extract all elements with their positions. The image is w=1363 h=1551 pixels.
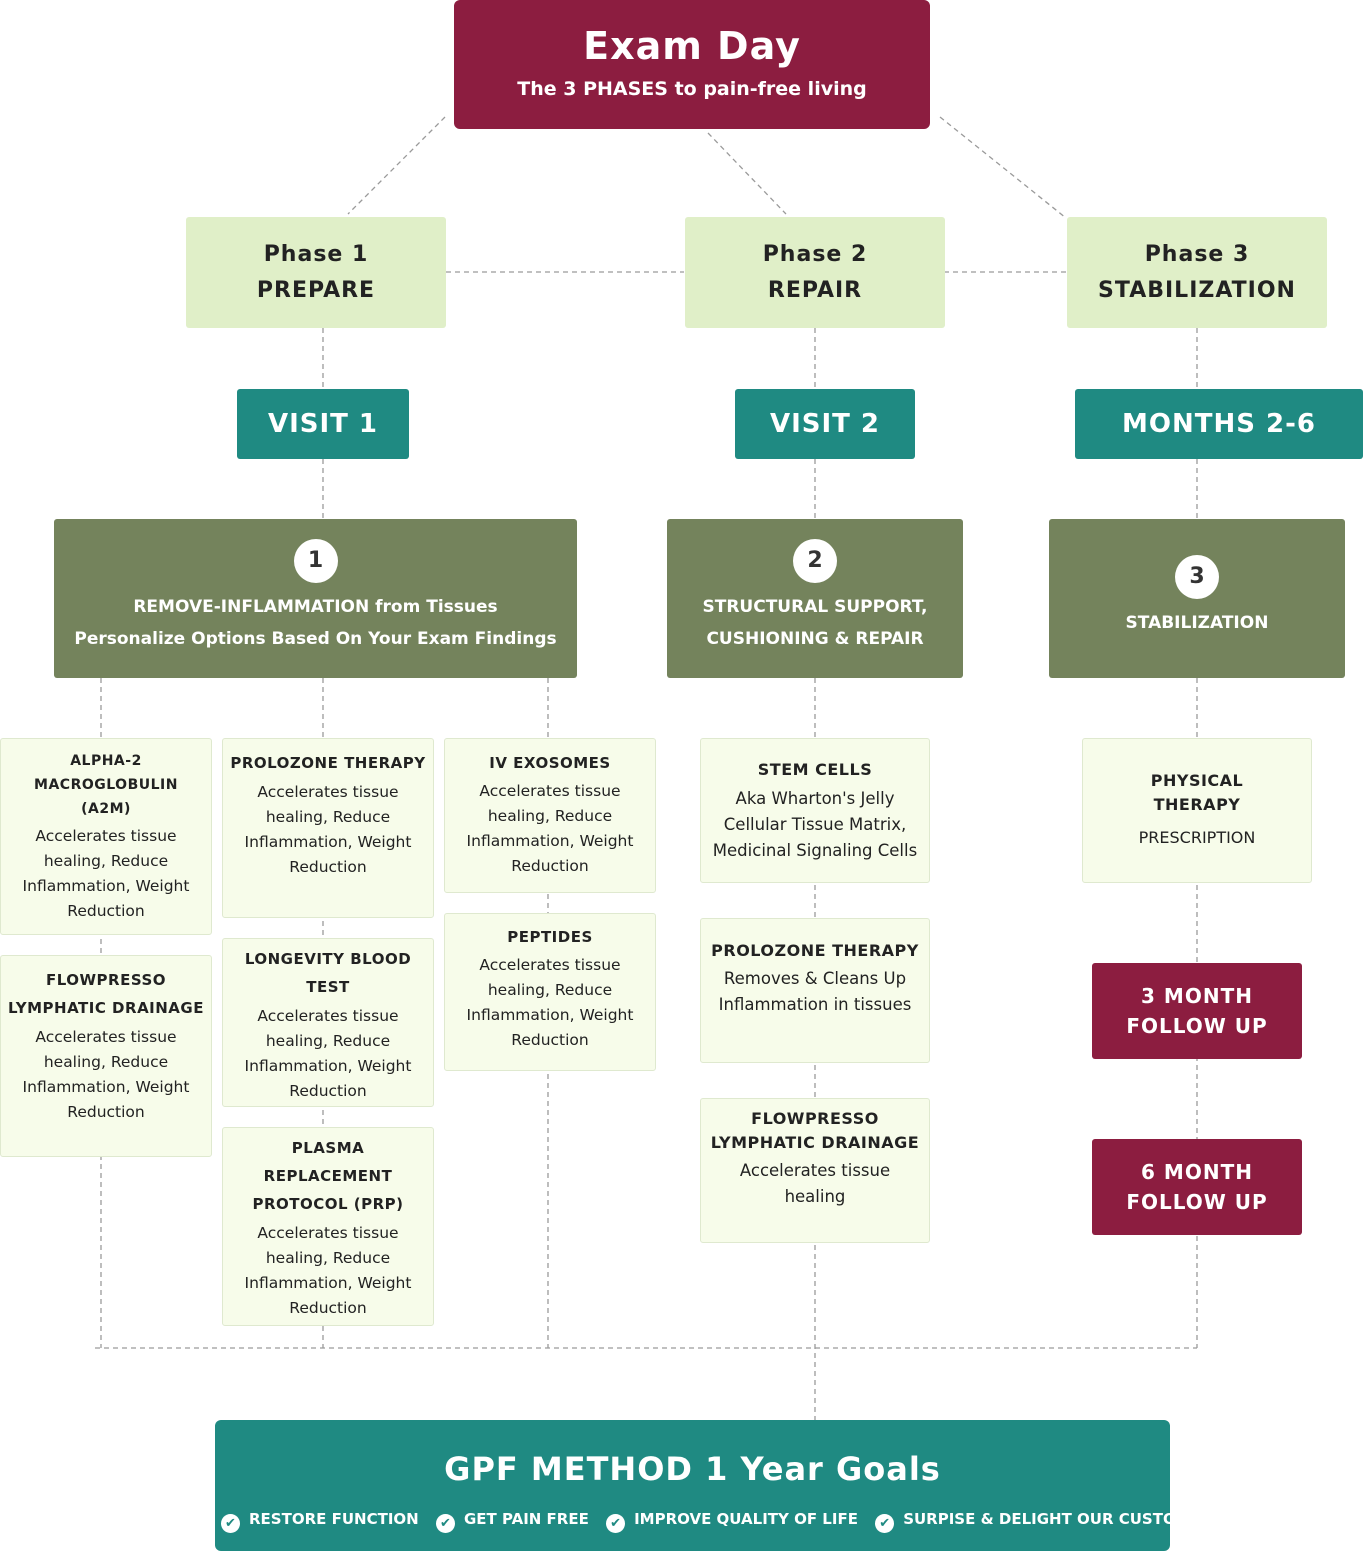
card-prp: PLASMA REPLACEMENT PROTOCOL (PRP) Accele… — [222, 1127, 434, 1326]
phase-3-number: Phase 3 — [1144, 242, 1250, 267]
step-1-number: 1 — [293, 539, 338, 583]
card-physical-therapy-desc: PRESCRIPTION — [1138, 828, 1256, 847]
step-2-line1: STRUCTURAL SUPPORT, — [702, 597, 928, 617]
header-title: Exam Day — [583, 24, 801, 68]
followup-6-month-line2: FOLLOW UP — [1126, 1190, 1268, 1214]
phase-1-number: Phase 1 — [263, 242, 369, 267]
step-3-number: 3 — [1175, 555, 1219, 599]
card-flowpresso-1: FLOWPRESSO LYMPHATIC DRAINAGE Accelerate… — [0, 955, 212, 1157]
step-1-line2: Personalize Options Based On Your Exam F… — [74, 629, 557, 649]
phase-3-box: Phase 3 STABILIZATION — [1067, 217, 1327, 328]
card-peptides-desc: Accelerates tissue healing, Reduce Infla… — [466, 956, 634, 1049]
card-longevity: LONGEVITY BLOOD TEST Accelerates tissue … — [222, 938, 434, 1107]
step-3-box: 3 STABILIZATION — [1049, 519, 1345, 678]
card-stem-cells-title: STEM CELLS — [757, 760, 873, 779]
visit-2-badge: VISIT 2 — [735, 389, 915, 459]
step-1-box: 1 REMOVE-INFLAMMATION from Tissues Perso… — [54, 519, 577, 678]
card-a2m: ALPHA-2 MACROGLOBULIN (A2M) Accelerates … — [0, 738, 212, 935]
goal-label: RESTORE FUNCTION — [249, 1510, 419, 1528]
card-peptides: PEPTIDES Accelerates tissue healing, Red… — [444, 913, 656, 1071]
card-prolozone-2-desc: Removes & Cleans Up Inflammation in tiss… — [718, 969, 912, 1014]
step-2-line2: CUSHIONING & REPAIR — [706, 629, 924, 649]
step-2-box: 2 STRUCTURAL SUPPORT, CUSHIONING & REPAI… — [667, 519, 963, 678]
check-icon: ✔ — [875, 1514, 895, 1533]
months-badge: MONTHS 2-6 — [1075, 389, 1363, 459]
goal-item: ✔ RESTORE FUNCTION — [221, 1510, 419, 1533]
check-icon: ✔ — [606, 1514, 626, 1533]
followup-6-month: 6 MONTH FOLLOW UP — [1092, 1139, 1302, 1235]
card-prolozone-2-title: PROLOZONE THERAPY — [711, 941, 919, 960]
phase-1-box: Phase 1 PREPARE — [186, 217, 446, 328]
card-flowpresso-2-desc: Accelerates tissue healing — [739, 1161, 891, 1206]
goal-item: ✔ GET PAIN FREE — [435, 1510, 589, 1533]
card-flowpresso-1-title: FLOWPRESSO LYMPHATIC DRAINAGE — [8, 971, 204, 1017]
goal-label: IMPROVE QUALITY OF LIFE — [634, 1510, 858, 1528]
card-prp-title: PLASMA REPLACEMENT PROTOCOL (PRP) — [252, 1139, 404, 1213]
card-physical-therapy: PHYSICAL THERAPY PRESCRIPTION — [1082, 738, 1312, 883]
goals-banner: GPF METHOD 1 Year Goals ✔ RESTORE FUNCTIO… — [215, 1420, 1223, 1551]
visit-1-badge: VISIT 1 — [237, 389, 409, 459]
phase-2-box: Phase 2 REPAIR — [685, 217, 945, 328]
check-icon: ✔ — [221, 1514, 240, 1533]
card-a2m-title: ALPHA-2 MACROGLOBULIN (A2M) — [34, 753, 178, 817]
step-2-number: 2 — [793, 539, 837, 583]
card-a2m-desc: Accelerates tissue healing, Reduce Infla… — [22, 827, 190, 920]
goal-item: ✔ SURPISE & DELIGHT OUR CUSTOMERS — [875, 1510, 1223, 1533]
phase-3-name: STABILIZATION — [1098, 278, 1296, 303]
phase-2-name: REPAIR — [767, 278, 863, 303]
phase-2-number: Phase 2 — [762, 242, 868, 267]
card-prolozone-1-desc: Accelerates tissue healing, Reduce Infla… — [244, 783, 412, 876]
card-flowpresso-1-desc: Accelerates tissue healing, Reduce Infla… — [22, 1028, 190, 1121]
step-1-line1: REMOVE-INFLAMMATION from Tissues — [133, 597, 498, 617]
card-prp-desc: Accelerates tissue healing, Reduce Infla… — [244, 1224, 412, 1317]
card-prolozone-2: PROLOZONE THERAPY Removes & Cleans Up In… — [700, 918, 930, 1063]
followup-3-month: 3 MONTH FOLLOW UP — [1092, 963, 1302, 1059]
followup-6-month-line1: 6 MONTH — [1141, 1160, 1253, 1184]
card-exosomes-title: IV EXOSOMES — [489, 754, 611, 772]
card-longevity-desc: Accelerates tissue healing, Reduce Infla… — [244, 1007, 412, 1100]
card-flowpresso-2: FLOWPRESSO LYMPHATIC DRAINAGE Accelerate… — [700, 1098, 930, 1243]
card-stem-cells: STEM CELLS Aka Wharton's Jelly Cellular … — [700, 738, 930, 883]
check-icon: ✔ — [435, 1514, 455, 1533]
followup-3-month-line1: 3 MONTH — [1141, 984, 1253, 1008]
card-stem-cells-desc: Aka Wharton's Jelly Cellular Tissue Matr… — [712, 789, 918, 860]
followup-3-month-line2: FOLLOW UP — [1126, 1014, 1268, 1038]
card-flowpresso-2-title: FLOWPRESSO LYMPHATIC DRAINAGE — [710, 1109, 920, 1152]
card-prolozone-1: PROLOZONE THERAPY Accelerates tissue hea… — [222, 738, 434, 918]
card-peptides-title: PEPTIDES — [507, 928, 593, 946]
goals-list: ✔ RESTORE FUNCTION ✔ GET PAIN FREE ✔ IMPROV… — [215, 1510, 1223, 1533]
step-3-line1: STABILIZATION — [1125, 613, 1269, 633]
goals-title: GPF METHOD 1 Year Goals — [444, 1450, 941, 1488]
goal-label: GET PAIN FREE — [463, 1510, 589, 1528]
card-exosomes-desc: Accelerates tissue healing, Reduce Infla… — [466, 782, 634, 875]
card-exosomes: IV EXOSOMES Accelerates tissue healing, … — [444, 738, 656, 893]
card-physical-therapy-title: PHYSICAL THERAPY — [1150, 771, 1244, 814]
phase-1-name: PREPARE — [256, 278, 376, 303]
goal-item: ✔ IMPROVE QUALITY OF LIFE — [606, 1510, 858, 1533]
goal-label: SURPISE & DELIGHT OUR CUSTOMERS — [903, 1510, 1224, 1528]
header-subtitle: The 3 PHASES to pain-free living — [517, 78, 867, 100]
card-longevity-title: LONGEVITY BLOOD TEST — [244, 950, 412, 996]
exam-day-header: Exam Day The 3 PHASES to pain-free livin… — [454, 0, 930, 129]
card-prolozone-1-title: PROLOZONE THERAPY — [230, 754, 426, 772]
